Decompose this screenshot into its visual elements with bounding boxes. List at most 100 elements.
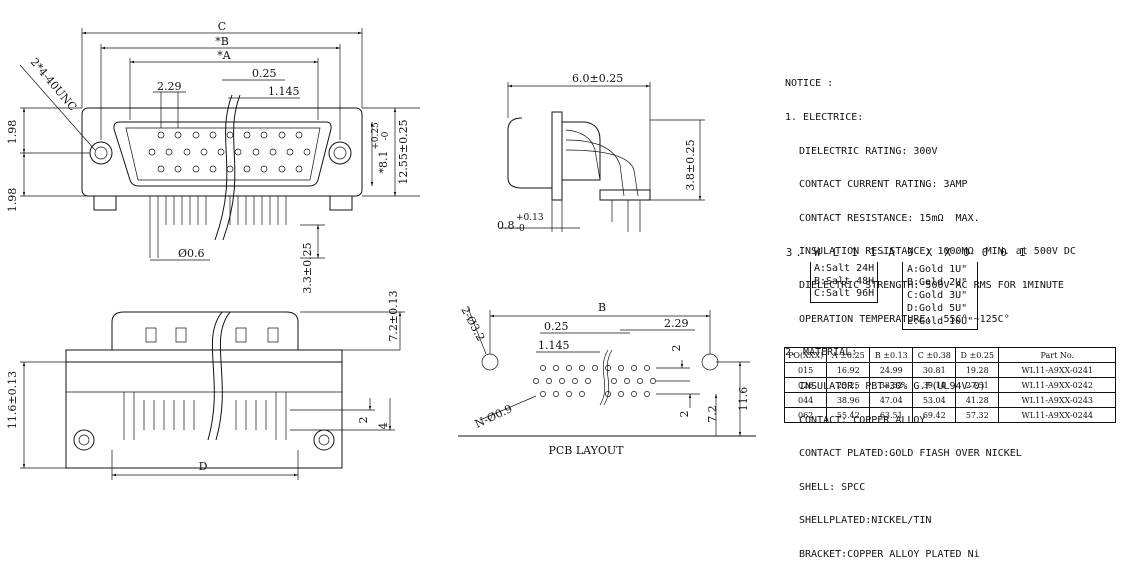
- spec-dielectric-rating: DIELECTRIC RATING: 300V: [799, 145, 938, 157]
- table-cell: 30.81: [912, 362, 957, 378]
- spec-contact-plated: CONTACT PLATED:GOLD FIASH OVER NICKEL: [799, 448, 1022, 460]
- dim-12-55: 12.55±0.25: [397, 119, 410, 184]
- front-view: C *B *A 2.29 0.25 1.145 2*4-40UNC 1.98 1…: [6, 20, 420, 294]
- section-electrice: 1. ELECTRICE:: [785, 112, 864, 124]
- table-cell: 24.99: [869, 362, 914, 378]
- salt-options: A:Salt 24H B:Salt 48H C:Salt 96H: [810, 262, 879, 303]
- table-cell: 41.28: [955, 392, 1000, 408]
- dim-7-2: 7.2±0.13: [387, 290, 400, 341]
- dim-0-25: 0.25: [252, 67, 277, 80]
- dim-2: 2: [357, 417, 370, 424]
- table-header-row: PO(XXX) A ±0.25 B ±0.13 C ±0.38 D ±0.25 …: [783, 347, 1117, 363]
- table-cell: 27.51: [955, 377, 1000, 393]
- table-cell: 062: [783, 407, 828, 423]
- dim-4: 4: [377, 423, 390, 430]
- spec-contact-resistance: CONTACT RESISTANCE: 15mΩ MAX.: [799, 212, 980, 224]
- pcb-mount-hole: 2-Ø3.2: [458, 304, 487, 343]
- table-cell: 19.28: [955, 362, 1000, 378]
- part-number-table: PO(XXX) A ±0.25 B ±0.13 C ±0.38 D ±0.25 …: [783, 347, 1117, 423]
- dim-dia-0-6: Ø0.6: [178, 247, 205, 260]
- table-cell: 015: [783, 362, 828, 378]
- dim-8-1: *8.1: [377, 151, 390, 174]
- table-header: B ±0.13: [869, 347, 914, 363]
- pcb-layout-title: PCB LAYOUT: [548, 444, 624, 457]
- table-header: Part No.: [998, 347, 1117, 363]
- dim-1-98-top: 1.98: [6, 120, 19, 145]
- dim-c: C: [218, 20, 226, 33]
- dim-6-0: 6.0±0.25: [572, 72, 623, 85]
- table-header: A ±0.25: [826, 347, 871, 363]
- dim-d: D: [199, 460, 208, 473]
- table-cell: 63.51: [869, 407, 914, 423]
- table-cell: 53.04: [912, 392, 957, 408]
- table-header: D ±0.25: [955, 347, 1000, 363]
- table-cell: WL11-A9XX-0241: [998, 362, 1117, 378]
- dim-1-98-bottom: 1.98: [6, 188, 19, 213]
- gold-option: D:Gold 5U": [907, 303, 968, 314]
- pcb-dim-7-2: 7.2: [706, 405, 719, 423]
- table-cell: 57.32: [955, 407, 1000, 423]
- notice-title: NOTICE :: [785, 78, 834, 90]
- table-cell: 33.32: [869, 377, 914, 393]
- gold-options: A:Gold 1U" B:Gold 2U" C:Gold 3U" D:Gold …: [902, 262, 979, 330]
- gold-option: C:Gold 3U": [907, 290, 968, 301]
- table-cell: 69.42: [912, 407, 957, 423]
- dim-a: *A: [217, 49, 232, 62]
- table-cell: WL11-A9XX-0244: [998, 407, 1117, 423]
- spec-bracket: BRACKET:COPPER ALLOY PLATED Ni: [799, 548, 980, 560]
- table-cell: 25.25: [826, 377, 871, 393]
- tol-0-8-lower: -0: [516, 224, 525, 234]
- technical-drawing: C *B *A 2.29 0.25 1.145 2*4-40UNC 1.98 1…: [6, 20, 756, 480]
- gold-option: B:Gold 2U": [907, 277, 968, 288]
- salt-option: B:Salt 48H: [814, 275, 875, 287]
- gold-option: E:Gold 10U": [907, 316, 974, 327]
- pcb-dim-1-145: 1.145: [538, 339, 570, 352]
- dim-1-145: 1.145: [268, 85, 300, 98]
- pcb-layout: B 0.25 2.29 1.145 2-Ø3.2 N-Ø0.9 2 2 7.2 …: [458, 301, 756, 457]
- pcb-dim-11-6: 11.6: [737, 387, 750, 412]
- pcb-pin-hole: N-Ø0.9: [473, 402, 515, 431]
- gold-option: A:Gold 1U": [907, 264, 968, 275]
- dim-3-8: 3.8±0.25: [684, 139, 697, 190]
- spec-shell-plated: SHELLPLATED:NICKEL/TIN: [799, 515, 932, 527]
- table-cell: WL11-A9XX-0242: [998, 377, 1117, 393]
- thread-note: 2*4-40UNC: [28, 56, 79, 114]
- dim-3-3: 3.3±0.25: [301, 242, 314, 293]
- salt-option: A:Salt 24H: [814, 263, 875, 274]
- table-cell: 026: [783, 377, 828, 393]
- spec-dielectric-strength: DIELECTRIC STRENGTH: 500V AC RMS FOR 1MI…: [799, 280, 1064, 292]
- dim-11-6: 11.6±0.13: [6, 371, 19, 429]
- dim-b: *B: [215, 35, 229, 48]
- dim-0-8: 0.8: [497, 219, 515, 232]
- table-cell: WL11-A9XX-0243: [998, 392, 1117, 408]
- dim-2-29: 2.29: [157, 80, 182, 93]
- bottom-view: 7.2±0.13 11.6±0.13 2 4 D: [6, 290, 405, 480]
- pcb-dim-0-25: 0.25: [544, 320, 569, 333]
- table-header: C ±0.38: [912, 347, 957, 363]
- spec-shell: SHELL: SPCC: [799, 481, 866, 493]
- table-cell: 39.14: [912, 377, 957, 393]
- table-cell: 55.42: [826, 407, 871, 423]
- tol-0-8-upper: +0.13: [516, 213, 544, 223]
- pcb-dim-2a: 2: [670, 345, 683, 352]
- salt-option: C:Salt 96H: [814, 288, 875, 299]
- tol-8-1-upper: +0.25: [371, 122, 381, 150]
- table-cell: 38.96: [826, 392, 871, 408]
- pcb-dim-b: B: [598, 301, 606, 314]
- spec-operation-temperature: OPERATION TEMPERATURE: -55C° ~125C°: [799, 313, 1010, 325]
- table-header: PO(XXX): [783, 347, 828, 363]
- spec-insulation-resistance: INSULATION RESISTANCE: 1000MΩ MIN. at 50…: [799, 246, 1076, 258]
- table-cell: 044: [783, 392, 828, 408]
- spec-current-rating: CONTACT CURRENT RATING: 3AMP: [799, 179, 968, 191]
- side-view: 6.0±0.25 3.8±0.25 0.8 +0.13 -0: [497, 72, 705, 234]
- tol-8-1-lower: -0: [381, 131, 391, 140]
- pcb-dim-2-29: 2.29: [664, 317, 689, 330]
- table-cell: 47.04: [869, 392, 914, 408]
- table-cell: 16.92: [826, 362, 871, 378]
- pcb-dim-2b: 2: [678, 411, 691, 418]
- part-code: 3. W L 1 1-A 9 X X-0 0 0 1: [786, 247, 1029, 259]
